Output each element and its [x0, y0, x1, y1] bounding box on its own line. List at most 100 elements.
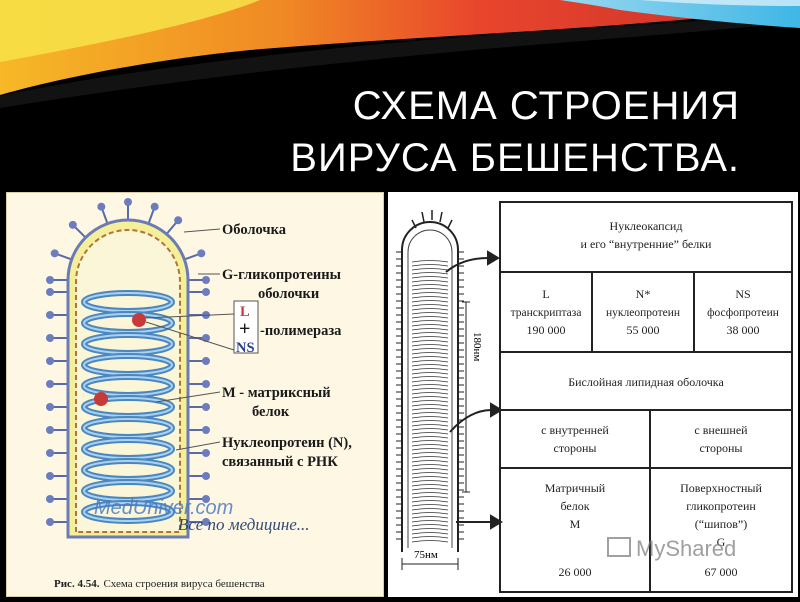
protein-role: фосфопротеин	[707, 307, 779, 319]
spike	[46, 495, 68, 503]
virus-diagram-panel: Оболочка G-гликопротеины оболочки L + NS…	[5, 191, 385, 598]
surface-glycoprotein-3: (“шипов”)	[695, 517, 747, 531]
spike	[46, 472, 68, 480]
spike	[46, 288, 68, 296]
protein-L-cell: L транскриптаза 190 000	[511, 287, 582, 337]
label-polymerase: -полимераза	[260, 323, 342, 339]
label-matrix-2: белок	[252, 404, 290, 420]
spike	[188, 380, 210, 388]
width-label: 75нм	[414, 549, 438, 561]
protein-mass: 190 000	[527, 323, 566, 337]
protein-NS-cell: NS фосфопротеин 38 000	[707, 287, 779, 337]
virus-diagram: Оболочка G-гликопротеины оболочки L + NS…	[5, 191, 385, 598]
table-header-1: Нуклеокапсид	[610, 219, 683, 233]
dimension-marks	[401, 301, 470, 570]
leader-lines	[145, 228, 235, 451]
protein-N-cell: N* нуклеопротеин 55 000	[606, 287, 680, 337]
inner-side-label-2: стороны	[554, 441, 597, 455]
spike	[46, 449, 68, 457]
myshared-text: MyShared	[636, 536, 736, 561]
nucleocapsid-coils	[411, 260, 449, 543]
label-matrix: M - матриксный	[222, 385, 331, 401]
spike	[46, 518, 68, 526]
structure-table: 180нм 75нм Нуклео	[388, 192, 798, 597]
inner-side-label: с внутренней	[541, 423, 609, 437]
matrix-protein-3: M	[570, 517, 581, 531]
spike	[188, 518, 210, 526]
spike	[97, 202, 109, 224]
spike	[46, 403, 68, 411]
spike	[124, 198, 132, 220]
caption-text: Схема строения вируса бешенства	[103, 578, 264, 590]
spike	[188, 495, 210, 503]
decorative-swoosh	[0, 0, 800, 108]
spike	[46, 426, 68, 434]
surface-glycoprotein-mass: 67 000	[705, 565, 738, 579]
spike	[46, 357, 68, 365]
protein-name: L	[542, 287, 549, 301]
slide-title: СХЕМА СТРОЕНИЯ ВИРУСА БЕШЕНСТВА.	[290, 80, 740, 184]
spike	[46, 380, 68, 388]
spike	[188, 357, 210, 365]
surface-glycoprotein-4: G	[717, 535, 726, 549]
label-glycoprotein: G-гликопротеины	[222, 267, 341, 283]
table-header-2: и его “внутренние” белки	[581, 237, 713, 251]
protein-name: NS	[735, 287, 750, 301]
polymerase-dot	[132, 313, 146, 327]
membrane-row: Бислойная липидная оболочка	[568, 375, 724, 389]
spike	[147, 202, 159, 224]
presentation-icon	[607, 537, 631, 557]
watermark-slogan: Все по медицине...	[178, 515, 310, 534]
spike	[188, 288, 210, 296]
protein-mass: 55 000	[627, 323, 660, 337]
protein-mass: 38 000	[727, 323, 760, 337]
spike	[46, 334, 68, 342]
virion-sketch	[396, 210, 464, 552]
spike	[46, 311, 68, 319]
protein-role: нуклеопротеин	[606, 307, 680, 319]
surface-glycoprotein-1: Поверхностный	[680, 481, 762, 495]
matrix-protein-1: Матричный	[545, 481, 606, 495]
myshared-watermark: MyShared	[607, 536, 736, 561]
polymerase-dot	[94, 392, 108, 406]
label-envelope: Оболочка	[222, 222, 287, 238]
nucleocapsid-helix	[81, 290, 175, 524]
matrix-protein-mass: 26 000	[559, 565, 592, 579]
label-nucleoprotein: Нуклеопротеин (N),	[222, 435, 352, 451]
watermark-site: MedUniver.com	[94, 497, 233, 519]
figure-caption: Рис. 4.54.Схема строения вируса бешенств…	[54, 578, 265, 590]
slide-title-line-1: СХЕМА СТРОЕНИЯ	[352, 84, 740, 128]
spike	[188, 426, 210, 434]
polymerase-box	[233, 300, 259, 354]
surface-glycoprotein-2: гликопротеин	[686, 499, 756, 513]
outer-side-label: с внешней	[694, 423, 748, 437]
envelope-spikes	[396, 251, 464, 540]
spike	[68, 220, 87, 239]
label-NS: NS	[236, 340, 255, 356]
spike	[46, 276, 68, 284]
spike	[188, 403, 210, 411]
spike	[188, 276, 210, 284]
spike	[188, 449, 210, 457]
label-glycoprotein-2: оболочки	[258, 286, 319, 302]
protein-name: N*	[636, 287, 651, 301]
label-L: L	[240, 304, 250, 320]
length-label: 180нм	[471, 332, 483, 361]
matrix-protein-2: белок	[560, 499, 589, 513]
virus-structure-table-panel: 180нм 75нм Нуклео	[388, 192, 798, 597]
helix-coil-highlight	[83, 502, 173, 522]
slide-title-line-2: ВИРУСА БЕШЕНСТВА.	[290, 136, 740, 180]
caption-number: Рис. 4.54.	[54, 578, 100, 590]
spike	[188, 472, 210, 480]
protein-role: транскриптаза	[511, 307, 582, 319]
spike	[165, 216, 183, 235]
spike	[184, 249, 206, 261]
table-grid	[499, 201, 793, 593]
glycoprotein-spikes	[46, 198, 210, 526]
pointer-arrows	[445, 250, 503, 530]
label-plus: +	[239, 318, 250, 340]
spike	[50, 249, 72, 261]
outer-side-label-2: стороны	[700, 441, 743, 455]
label-nucleoprotein-2: связанный с РНК	[222, 454, 338, 470]
